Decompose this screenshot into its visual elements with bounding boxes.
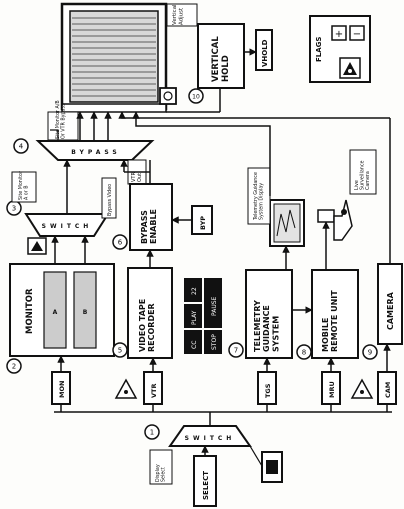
number-3: 3 <box>7 201 21 215</box>
mon-button[interactable]: MON <box>52 372 70 404</box>
select-button[interactable]: SELECT <box>194 456 216 506</box>
monitor-a-icon: A <box>53 309 58 316</box>
tgs-block: TELEMETRYGUIDANCESYSTEM <box>246 270 292 358</box>
number-6: 6 <box>113 235 127 249</box>
tgs-button[interactable]: TGS <box>258 372 276 404</box>
svg-text:9: 9 <box>368 349 372 357</box>
monitor-switch: SWITCH <box>26 214 108 236</box>
flag-triangle-button[interactable] <box>340 58 360 78</box>
main-display <box>62 4 166 112</box>
cc-button[interactable]: CC <box>184 330 202 354</box>
vertical-adjust-callout: VerticalAdjust <box>167 4 197 26</box>
monitor-switch-label: SWITCH <box>42 223 93 230</box>
vtr-button[interactable]: VTR <box>144 372 162 404</box>
camera-label: CAMERA <box>386 291 395 330</box>
svg-text:5: 5 <box>118 347 122 355</box>
svg-text:10: 10 <box>192 94 200 101</box>
stop-button[interactable]: STOP <box>204 330 222 354</box>
svg-text:CAM: CAM <box>384 382 392 398</box>
svg-text:+: + <box>335 29 343 40</box>
bypass-video-callout: Bypass Video <box>102 178 116 218</box>
number-8: 8 <box>297 345 311 359</box>
svg-text:MRU: MRU <box>328 381 336 398</box>
monitor-label: MONITOR <box>25 288 35 334</box>
svg-text:PLAY: PLAY <box>191 310 198 325</box>
svg-text:SWITCH: SWITCH <box>185 435 236 442</box>
display-select-callout: DisplaySelect <box>150 450 172 484</box>
vhold-button-label: VHOLD <box>261 39 269 67</box>
cam-button[interactable]: CAM <box>378 372 396 404</box>
power-toggle-icon[interactable] <box>160 88 176 104</box>
play-button[interactable]: PLAY <box>184 304 202 328</box>
number-2: 2 <box>7 359 21 373</box>
svg-text:8: 8 <box>302 349 306 357</box>
svg-text:TGS: TGS <box>264 383 272 398</box>
telemetry-display <box>270 200 304 246</box>
flag-plus-button[interactable]: + <box>332 26 346 40</box>
monitor-block: MONITOR A B <box>10 264 114 356</box>
live-camera-callout: LiveSurveillanceCamera <box>350 150 376 194</box>
display-select-switch: SWITCH <box>170 426 250 446</box>
bypass-enable-block: BYPASSENABLE <box>130 184 172 250</box>
mru-block: MOBILEREMOTE UNIT <box>312 270 358 358</box>
vhold-button[interactable]: VHOLD <box>256 30 272 70</box>
pause-button[interactable]: PAUSE <box>204 278 222 328</box>
telemetry-display-callout: Telemetry GuidanceSystem Display <box>248 168 270 224</box>
svg-text:4: 4 <box>19 143 24 151</box>
number-9: 9 <box>363 345 377 359</box>
svg-text:SELECT: SELECT <box>202 471 210 500</box>
svg-text:MON: MON <box>58 381 66 398</box>
monitor-b-icon: B <box>83 309 88 316</box>
vtr-triangle-icon[interactable] <box>116 380 136 398</box>
bypass-switch-label: BYPASS <box>71 149 120 156</box>
svg-text:7: 7 <box>234 347 238 355</box>
number-7: 7 <box>229 343 243 357</box>
number-10: 10 <box>189 89 203 103</box>
camera-block: CAMERA <box>378 264 402 344</box>
svg-text:CC: CC <box>191 341 198 349</box>
svg-text:BYP: BYP <box>199 216 207 230</box>
svg-text:3: 3 <box>12 205 16 213</box>
svg-text:Site Monitor A/BOr VTR Bypass: Site Monitor A/BOr VTR Bypass <box>55 100 67 139</box>
site-monitor-a-or-b-callout: Site MonitorA or B <box>12 171 36 202</box>
flag-minus-button[interactable]: − <box>350 26 364 40</box>
counter-22-button[interactable]: 22 <box>184 278 202 302</box>
select-toggle-icon[interactable] <box>262 452 282 482</box>
vtr-block: VIDEO TAPERECORDER <box>128 268 172 358</box>
bypass-switch: BYPASS <box>38 141 152 160</box>
svg-text:22: 22 <box>191 287 198 295</box>
number-1: 1 <box>145 425 159 439</box>
vtr-label: VIDEO TAPERECORDER <box>138 299 156 352</box>
cam-triangle-icon[interactable] <box>352 380 372 398</box>
number-4: 4 <box>14 139 28 153</box>
svg-text:VTROut: VTROut <box>131 172 143 182</box>
bypass-enable-label: BYPASSENABLE <box>140 209 158 244</box>
svg-text:STOP: STOP <box>211 334 218 350</box>
svg-text:1: 1 <box>150 429 154 437</box>
number-5: 5 <box>113 343 127 357</box>
svg-text:Bypass Video: Bypass Video <box>107 184 113 216</box>
svg-text:−: − <box>353 29 361 40</box>
switch-toggle-icon[interactable] <box>28 238 46 254</box>
joystick-icon[interactable] <box>318 200 352 240</box>
mru-button[interactable]: MRU <box>322 372 340 404</box>
vtr-transport-panel: CC PLAY 22 STOP PAUSE <box>184 278 222 354</box>
flags-panel: FLAGS + − <box>310 16 370 82</box>
svg-text:PAUSE: PAUSE <box>211 296 218 316</box>
svg-text:6: 6 <box>118 239 123 247</box>
svg-text:2: 2 <box>12 363 16 371</box>
vertical-hold-block: VERTICALHOLD <box>198 24 244 88</box>
flags-label: FLAGS <box>315 37 323 62</box>
svg-text:VTR: VTR <box>150 384 158 398</box>
byp-button[interactable]: BYP <box>192 206 212 234</box>
